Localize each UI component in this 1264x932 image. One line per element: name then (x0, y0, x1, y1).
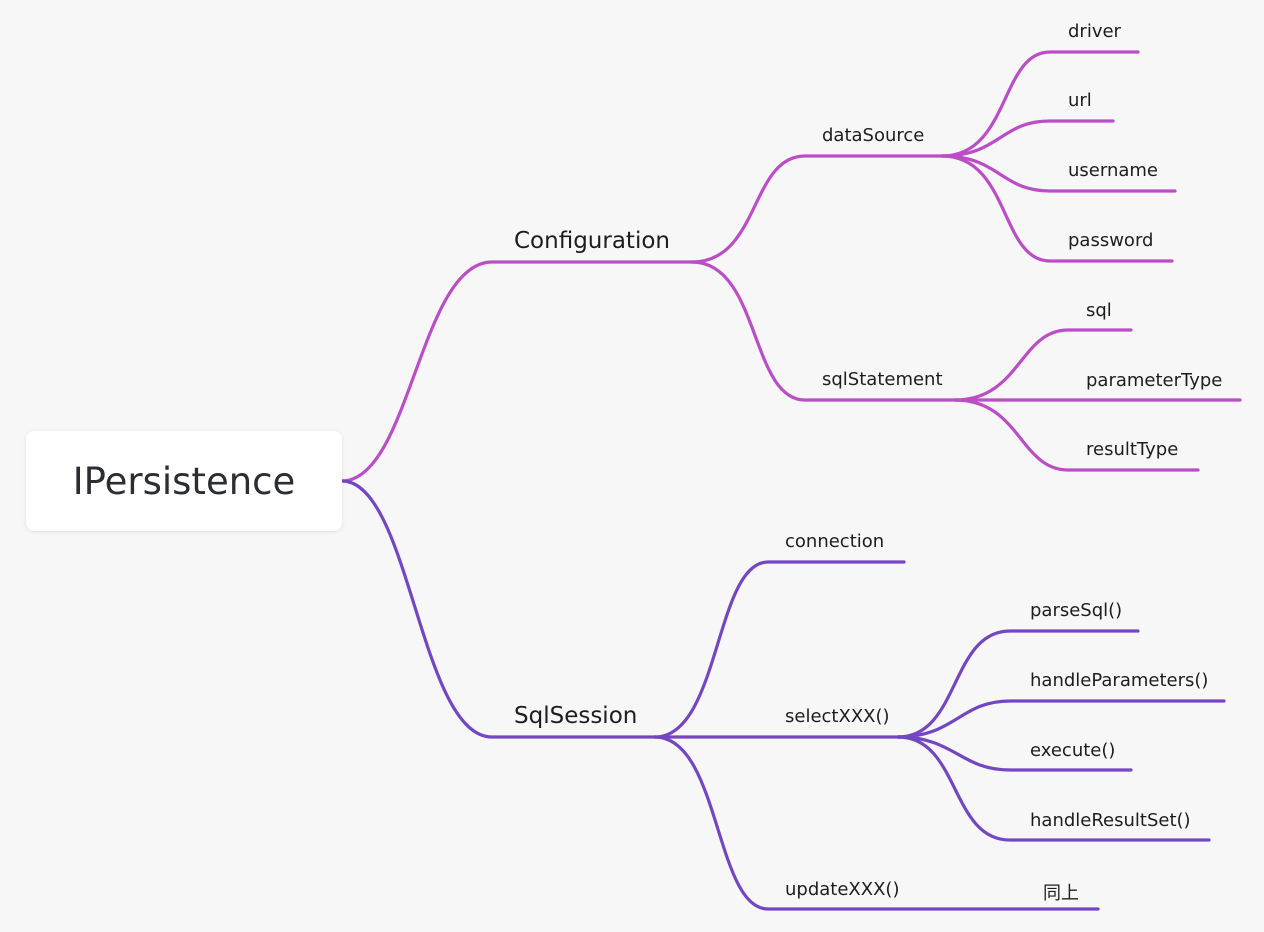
edge-configuration-datasource (690, 154, 944, 264)
node-username[interactable]: username (1068, 160, 1158, 181)
edge-sqlstatement-sql (953, 328, 1133, 402)
edge-root-configuration (340, 260, 694, 483)
edge-datasource-password (940, 154, 1174, 263)
node-execute[interactable]: execute() (1030, 740, 1116, 761)
root-node[interactable]: IPersistence (26, 431, 342, 531)
node-url[interactable]: url (1068, 90, 1092, 111)
edge-selectxxx-execute (896, 735, 1133, 772)
edge-datasource-url (940, 119, 1115, 158)
root-label: IPersistence (72, 459, 296, 503)
edge-selectxxx-handleresultset (896, 735, 1211, 842)
node-datasource[interactable]: dataSource (822, 125, 925, 146)
node-updatexxx-note[interactable]: 同上 (1043, 883, 1079, 904)
node-sqlstatement[interactable]: sqlStatement (822, 369, 943, 390)
node-selectxxx[interactable]: selectXXX() (785, 706, 890, 727)
edge-configuration-sqlstatement (690, 260, 957, 402)
edge-sqlsession-connection (653, 560, 906, 739)
edge-sqlstatement-resulttype (953, 398, 1200, 472)
node-configuration[interactable]: Configuration (514, 228, 670, 254)
node-updatexxx[interactable]: updateXXX() (785, 879, 900, 900)
node-driver[interactable]: driver (1068, 21, 1121, 42)
edge-datasource-driver (940, 50, 1140, 158)
edge-selectxxx-handleparameters (896, 699, 1226, 739)
edge-root-sqlsession (340, 479, 657, 739)
node-password[interactable]: password (1068, 230, 1154, 251)
node-sql[interactable]: sql (1086, 300, 1112, 321)
node-parsesql[interactable]: parseSql() (1030, 600, 1123, 621)
edge-selectxxx-parsesql (896, 629, 1140, 739)
node-handleresultset[interactable]: handleResultSet() (1030, 810, 1191, 831)
node-handleparameters[interactable]: handleParameters() (1030, 670, 1209, 691)
node-resulttype[interactable]: resultType (1086, 439, 1179, 460)
node-sqlsession[interactable]: SqlSession (514, 703, 638, 729)
edge-sqlsession-updatexxx (653, 735, 1100, 911)
node-parametertype[interactable]: parameterType (1086, 370, 1223, 391)
node-connection[interactable]: connection (785, 531, 885, 552)
